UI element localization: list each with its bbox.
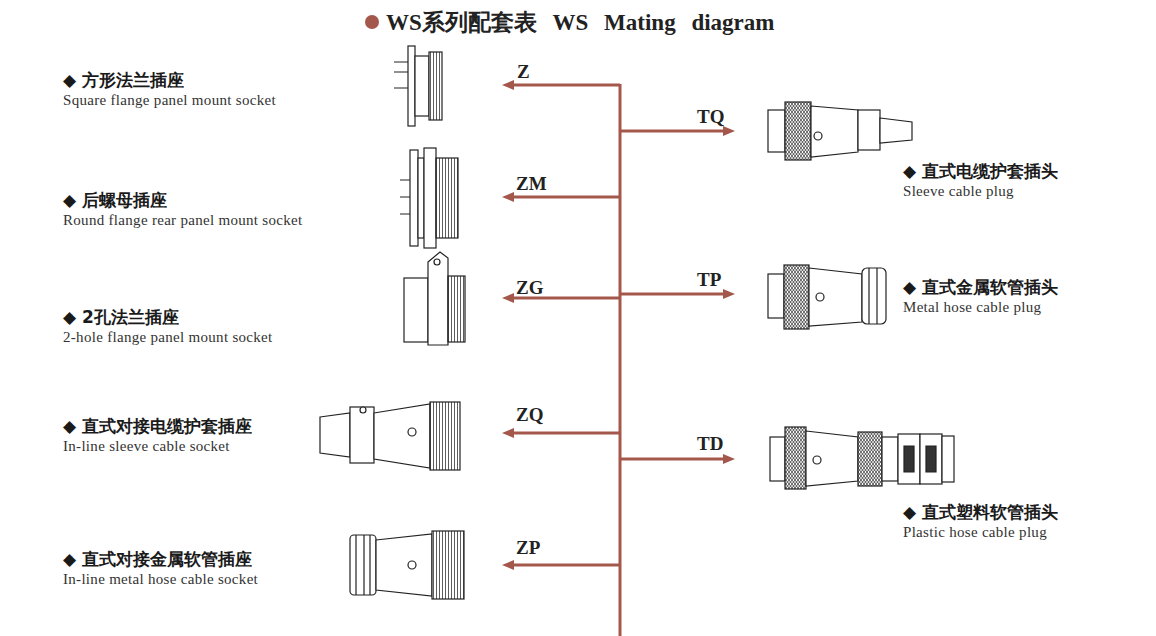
product-name-zh: ◆ 方形法兰插座 (63, 70, 276, 91)
type-code: ZG (516, 277, 543, 299)
metal-hose-plug (768, 265, 886, 329)
product-name-en: Square flange panel mount socket (63, 91, 276, 110)
mating-trunk (512, 84, 724, 636)
product-entry: ◆ 直式对接金属软管插座In-line metal hose cable soc… (63, 549, 258, 589)
product-name-en: Plastic hose cable plug (903, 523, 1058, 542)
product-name-zh: ◆ 直式对接电缆护套插座 (63, 416, 252, 437)
product-name-zh: ◆ 2孔法兰插座 (63, 307, 273, 328)
two-hole-flange-socket (404, 252, 465, 345)
product-entry: ◆ 方形法兰插座Square flange panel mount socket (63, 70, 276, 110)
product-name-zh: ◆ 直式塑料软管插头 (903, 502, 1058, 523)
title-dot (365, 15, 379, 29)
plastic-hose-plug (770, 427, 954, 489)
inline-sleeve-socket (320, 402, 460, 470)
square-flange-socket (394, 46, 442, 126)
product-entry: ◆ 直式对接电缆护套插座In-line sleeve cable socket (63, 416, 252, 456)
product-name-en: Round flange rear panel mount socket (63, 211, 302, 230)
product-name-zh: ◆ 直式对接金属软管插座 (63, 549, 258, 570)
product-name-zh: ◆ 直式金属软管插头 (903, 277, 1058, 298)
product-name-en: In-line sleeve cable socket (63, 437, 252, 456)
inline-metal-hose-socket (350, 531, 464, 599)
product-entry: ◆ 直式电缆护套插头Sleeve cable plug (903, 161, 1058, 201)
type-code: ZP (516, 537, 540, 559)
type-code: ZM (516, 173, 547, 195)
product-name-en: Sleeve cable plug (903, 182, 1058, 201)
product-name-zh: ◆ 直式电缆护套插头 (903, 161, 1058, 182)
product-entry: ◆ 直式金属软管插头Metal hose cable plug (903, 277, 1058, 317)
type-code: ZQ (516, 404, 543, 426)
type-code: TD (697, 433, 723, 455)
type-code: TP (697, 269, 721, 291)
product-name-zh: ◆ 后螺母插座 (63, 190, 302, 211)
arrow-heads (502, 80, 735, 570)
sleeve-cable-plug (768, 102, 912, 160)
rear-nut-socket (400, 148, 458, 248)
product-entry: ◆ 2孔法兰插座2-hole flange panel mount socket (63, 307, 273, 347)
diagram-title: WS系列配套表 WS Mating diagram (386, 7, 774, 38)
product-entry: ◆ 直式塑料软管插头Plastic hose cable plug (903, 502, 1058, 542)
type-code: Z (517, 61, 530, 83)
type-code: TQ (697, 106, 724, 128)
product-name-en: 2-hole flange panel mount socket (63, 328, 273, 347)
product-entry: ◆ 后螺母插座Round flange rear panel mount soc… (63, 190, 302, 230)
product-name-en: In-line metal hose cable socket (63, 570, 258, 589)
product-name-en: Metal hose cable plug (903, 298, 1058, 317)
